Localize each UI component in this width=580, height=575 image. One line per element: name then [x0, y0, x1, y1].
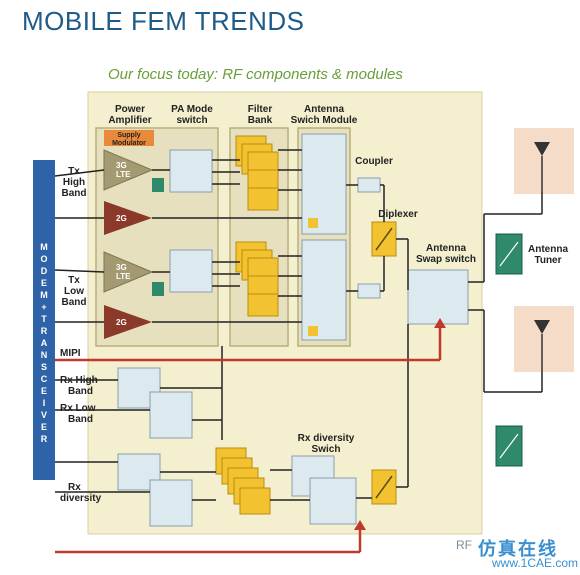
pa-labels: 3G LTE 2G 3G LTE 2G	[116, 161, 131, 327]
label-antenna-tuner-1: Antenna	[528, 244, 568, 255]
modem-letter: C	[41, 374, 48, 384]
pa-bias-icon-low	[152, 282, 164, 296]
label-tx-high-1: Tx	[68, 166, 80, 177]
label-tx-low-1: Tx	[68, 275, 80, 286]
label-pa-mode-2: switch	[176, 115, 207, 126]
pa-high-lte: LTE	[116, 170, 131, 179]
label-rx-low-1: Rx Low	[60, 403, 96, 414]
modem-letter: R	[41, 326, 48, 336]
modem-letter: E	[41, 422, 47, 432]
antenna-top-icon	[534, 142, 550, 156]
antenna-bottom-bg	[514, 306, 574, 372]
label-tx-high-3: Band	[62, 188, 87, 199]
signal-lines	[54, 149, 543, 501]
antenna-switch-ctrl-low	[308, 326, 318, 336]
label-filter-bank-1: Filter	[248, 104, 273, 115]
label-rx-low-2: Band	[68, 414, 93, 425]
antenna-switch-ctrl-high	[308, 218, 318, 228]
modem-letter: I	[43, 398, 46, 408]
watermark-prefix: RF	[456, 538, 472, 552]
modem-letter: A	[41, 338, 48, 348]
label-supply-modulator-1: Supply	[117, 132, 140, 139]
modem-letter: V	[41, 410, 47, 420]
label-coupler: Coupler	[355, 156, 393, 167]
modem-letter: +	[41, 302, 46, 312]
label-diplexer: Diplexer	[378, 209, 418, 220]
modem-letter: D	[41, 266, 48, 276]
subtitle: Our focus today: RF components & modules	[108, 66, 403, 83]
label-rx-div-2: diversity	[60, 493, 102, 504]
rx-low-band-switch	[149, 391, 193, 439]
pa-low-lte: LTE	[116, 272, 131, 281]
label-antenna-switch-module-2: Swich Module	[291, 115, 358, 126]
pa-high-2g: 2G	[116, 214, 127, 223]
pa-bias-icon-high	[152, 178, 164, 192]
label-rx-high-1: Rx High	[60, 375, 98, 386]
label-tx-low-2: Low	[64, 286, 84, 297]
modem-letter: S	[41, 362, 47, 372]
label-filter-bank-2: Bank	[248, 115, 273, 126]
pa-high-3g: 3G	[116, 161, 127, 170]
filter-stack-high-5	[247, 187, 279, 211]
coupler-low	[357, 283, 381, 299]
supply-modulator-box	[104, 130, 154, 146]
label-mipi: MIPI	[60, 348, 81, 359]
antenna-switch-low	[301, 239, 347, 341]
label-antenna-switch-module-1: Antenna	[304, 104, 344, 115]
label-power-amplifier-2: Amplifier	[108, 115, 151, 126]
modem-letter: E	[41, 386, 47, 396]
antenna-swap-switch-box	[407, 269, 469, 325]
pa-mode-switch-high	[169, 149, 213, 193]
label-supply-modulator-2: Modulator	[112, 140, 146, 147]
mipi-arrow-swap	[434, 318, 446, 328]
watermark-url: www.1CAE.com	[492, 556, 579, 570]
label-pa-mode-1: PA Mode	[171, 104, 213, 115]
page-title: MOBILE FEM TRENDS	[22, 6, 305, 36]
pa-low-2g: 2G	[116, 318, 127, 327]
modem-letter: T	[41, 314, 47, 324]
antenna-top-bg	[514, 128, 574, 194]
label-rx-high-2: Band	[68, 386, 93, 397]
pa-mode-switch-low	[169, 249, 213, 293]
label-rx-div-switch-1: Rx diversity	[298, 433, 355, 444]
filter-stack-low-5	[247, 293, 279, 317]
rx-diversity-switch-b	[149, 479, 193, 527]
modem-transceiver-bar	[33, 160, 55, 480]
modem-letter: R	[41, 434, 48, 444]
mipi-arrow-rxdiv	[354, 520, 366, 530]
diagram-labels: Power Amplifier PA Mode switch Filter Ba…	[60, 104, 568, 504]
rx-diversity-module-switch-b	[309, 477, 357, 525]
label-antenna-swap-1: Antenna	[426, 243, 466, 254]
label-power-amplifier-1: Power	[115, 104, 145, 115]
label-tx-high-2: High	[63, 177, 85, 188]
pa-2g-high	[104, 201, 152, 235]
watermark-cn: 仿真在线	[478, 539, 558, 560]
modem-letter: M	[40, 242, 48, 252]
label-rx-div-1: Rx	[68, 482, 81, 493]
pa-2g-low	[104, 305, 152, 339]
antenna-switch-high	[301, 133, 347, 235]
modem-letter: N	[41, 350, 48, 360]
label-antenna-tuner-2: Tuner	[534, 255, 561, 266]
modem-letter: M	[40, 290, 48, 300]
pa-low-3g: 3G	[116, 263, 127, 272]
coupler-high	[357, 177, 381, 193]
modem-letter: E	[41, 278, 47, 288]
modem-letter: O	[40, 254, 47, 264]
label-antenna-swap-2: Swap switch	[416, 254, 476, 265]
label-tx-low-3: Band	[62, 297, 87, 308]
mipi-control-lines	[55, 324, 442, 554]
rx-div-filter-5	[239, 487, 271, 515]
antenna-bottom-icon	[534, 320, 550, 334]
label-rx-div-switch-2: Swich	[312, 444, 341, 455]
